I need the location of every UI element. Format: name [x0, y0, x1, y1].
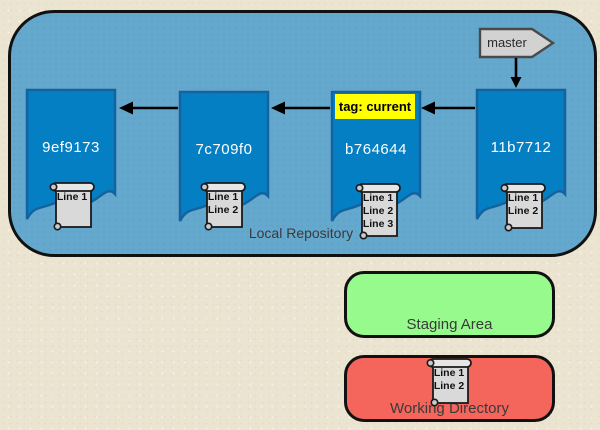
commit-node: tag: current b764644: [330, 90, 422, 226]
commit-hash-label: 7c709f0: [195, 141, 253, 158]
file-line-text: Line 2: [433, 380, 465, 392]
file-lines: Line 1: [51, 191, 93, 204]
branch-arrow-shape: [478, 27, 556, 59]
file-scroll-icon: Line 1 Line 2 Line 3: [353, 182, 403, 240]
file-line-text: Line 2: [207, 204, 239, 216]
branch-pointer-master: master: [478, 27, 556, 59]
file-lines: Line 1 Line 2: [202, 191, 244, 217]
file-scroll-icon: Line 1 Line 2: [424, 357, 474, 407]
scroll-shape: [355, 183, 401, 240]
scroll-shape: [200, 182, 246, 231]
file-line-text: Line 1: [362, 192, 394, 204]
file-lines: Line 1 Line 2 Line 3: [357, 192, 399, 231]
file-line-text: Line 2: [507, 205, 539, 217]
commit-hash-label: 9ef9173: [42, 139, 100, 156]
commit-hash-label: 11b7712: [490, 139, 552, 156]
working-directory-label: Working Directory: [390, 400, 509, 417]
file-scroll-icon: Line 1 Line 2: [498, 182, 548, 232]
file-lines: Line 1 Line 2: [428, 367, 470, 393]
file-line-text: Line 1: [433, 367, 465, 379]
file-line-text: Line 2: [362, 205, 394, 217]
commit-hash-label: b764644: [345, 141, 407, 158]
staging-area-container: Staging Area: [344, 271, 555, 338]
scroll-shape: [426, 358, 472, 407]
branch-name-label: master: [487, 35, 527, 50]
staging-area-label: Staging Area: [406, 316, 493, 333]
file-scroll-icon: Line 1 Line 2: [198, 181, 248, 231]
file-line-text: Line 1: [507, 192, 539, 204]
scroll-shape: [49, 182, 95, 231]
tag-label: tag: current: [335, 94, 415, 119]
file-line-text: Line 1: [207, 191, 239, 203]
file-line-text: Line 3: [362, 218, 394, 230]
file-line-text: Line 1: [56, 191, 88, 203]
scroll-shape: [500, 183, 546, 232]
file-scroll-icon: Line 1: [47, 181, 97, 231]
local-repository-label: Local Repository: [248, 225, 354, 241]
file-lines: Line 1 Line 2: [502, 192, 544, 218]
